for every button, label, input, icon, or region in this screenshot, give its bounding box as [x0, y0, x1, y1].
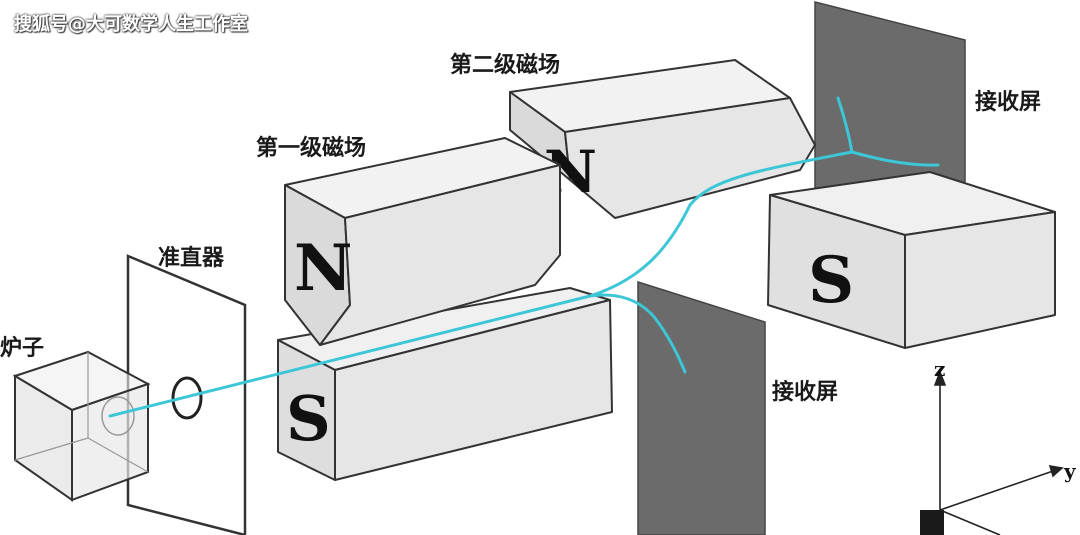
label-second-field: 第二级磁场 [450, 53, 561, 78]
second-stage-s-magnet [767, 171, 1056, 349]
z-axis-label: z [934, 357, 945, 381]
pole-s-first: S [286, 382, 331, 455]
collimator-aperture [171, 376, 203, 420]
axis-origin-marker [920, 510, 944, 535]
label-screen-bottom: 接收屏 [772, 380, 839, 405]
furnace-cube [12, 350, 151, 502]
label-collimator: 准直器 [158, 246, 225, 271]
label-screen-right: 接收屏 [975, 90, 1042, 115]
label-first-field: 第一级磁场 [256, 136, 367, 161]
pole-n-first: N [294, 231, 353, 306]
watermark: 搜狐号@大可数学人生工作室 [14, 14, 248, 35]
receiving-screen-bottom [637, 280, 766, 535]
y-axis [939, 469, 1057, 511]
coordinate-axes [920, 369, 1064, 535]
x-axis [939, 509, 1001, 535]
first-stage-s-magnet [277, 287, 613, 481]
atomic-beam [108, 96, 940, 418]
first-stage-n-magnet [284, 137, 561, 346]
label-furnace: 炉子 [0, 336, 45, 361]
y-axis-label: y [1063, 459, 1077, 483]
second-stage-n-magnet [509, 59, 816, 219]
pole-s-second: S [808, 243, 854, 318]
